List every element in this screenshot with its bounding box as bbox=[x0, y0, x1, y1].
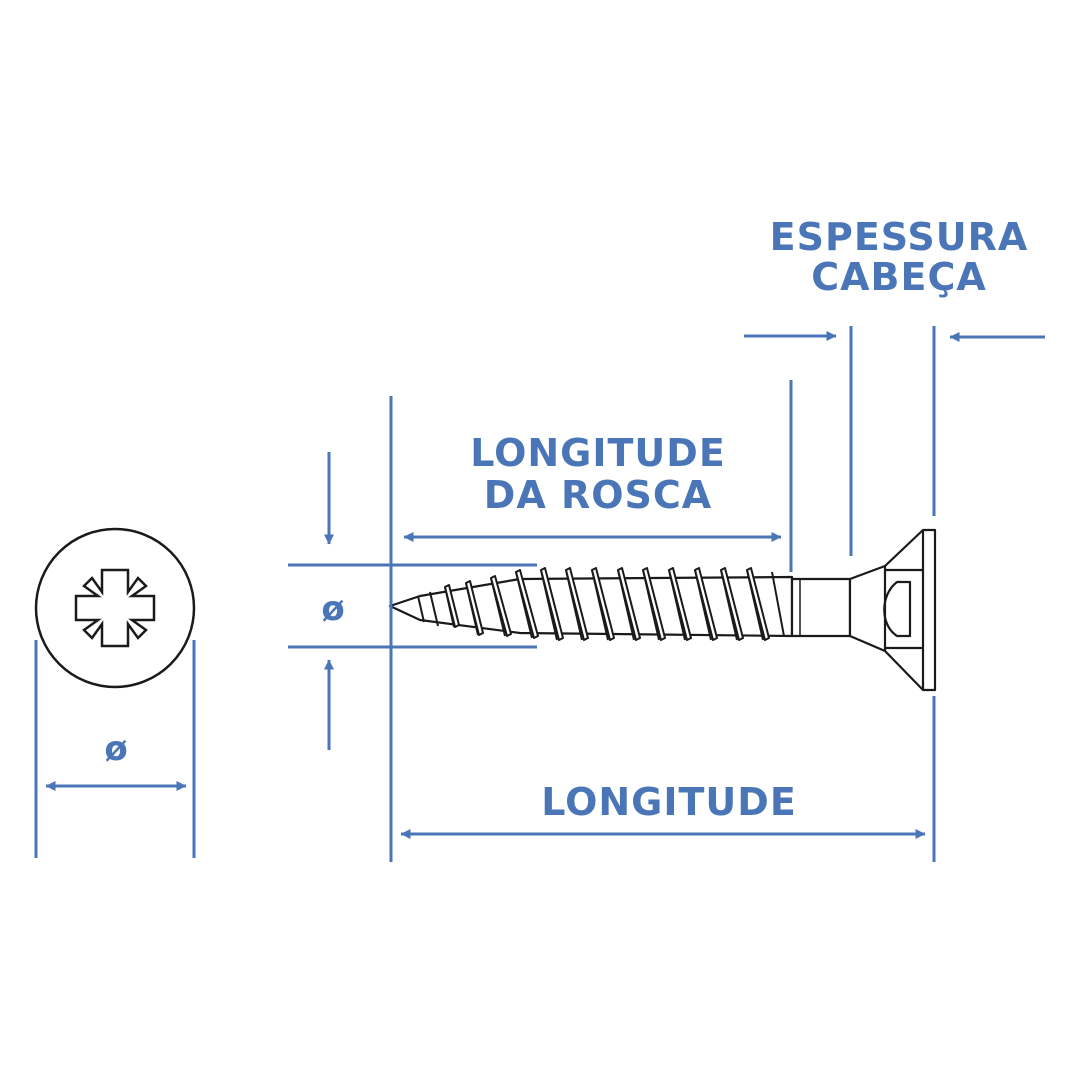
head-top-view bbox=[34, 527, 196, 858]
head-thickness-label-line1: ESPESSURA bbox=[770, 215, 1029, 259]
screw-head-recess bbox=[883, 580, 912, 638]
length-label: LONGITUDE bbox=[541, 780, 797, 824]
head-thickness-label-line2: CABEÇA bbox=[811, 255, 987, 299]
countersunk-screw-icon bbox=[388, 528, 937, 692]
thread-length-label-line1: LONGITUDE bbox=[470, 431, 726, 475]
pozidriv-cross-icon bbox=[74, 568, 156, 648]
thread-length-label-line2: DA ROSCA bbox=[484, 473, 712, 517]
screw-neck bbox=[790, 577, 852, 638]
shank-diameter-dimension bbox=[288, 452, 537, 750]
shank-diameter-symbol: ø bbox=[321, 589, 344, 629]
head-diameter-symbol: ø bbox=[104, 729, 127, 769]
screw-thread-tips bbox=[444, 567, 770, 641]
